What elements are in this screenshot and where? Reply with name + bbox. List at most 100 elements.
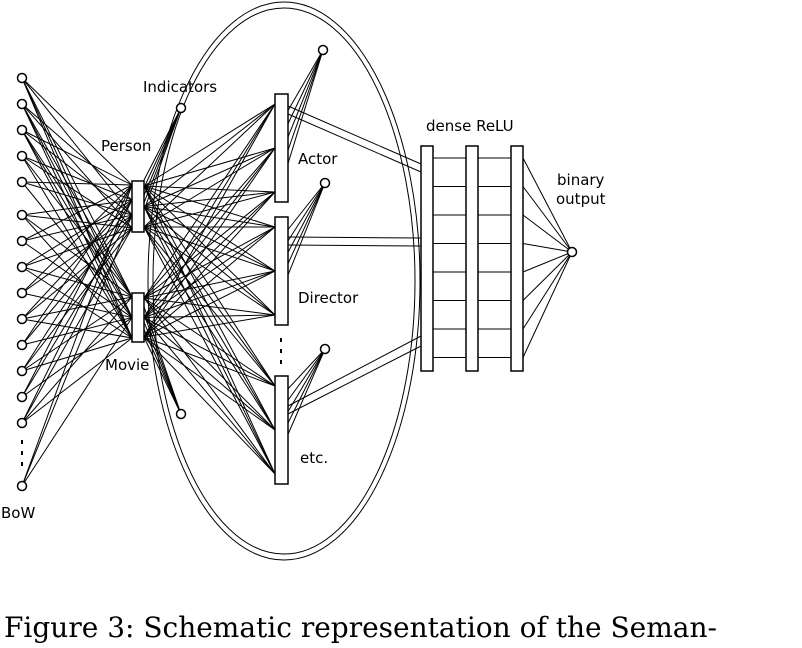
connection-line xyxy=(285,182,326,245)
connection-line xyxy=(522,251,573,330)
grouping-ellipse-inner xyxy=(152,7,416,555)
connection-line xyxy=(143,147,276,299)
connection-line xyxy=(21,227,133,320)
connection-line xyxy=(143,191,276,318)
connection-line xyxy=(143,336,276,475)
connection-line xyxy=(143,206,276,272)
shapes xyxy=(16,44,578,492)
connection-line xyxy=(143,103,276,299)
connection-line xyxy=(141,332,182,415)
connection-line xyxy=(21,155,133,229)
connection-line xyxy=(285,348,326,392)
connection-line xyxy=(143,103,276,338)
connection-line xyxy=(141,107,182,193)
bow-input-node xyxy=(16,72,28,84)
director-block xyxy=(274,216,289,326)
connection-line xyxy=(21,296,133,424)
connection-line xyxy=(522,251,573,273)
connection-line xyxy=(522,214,573,253)
connection-line xyxy=(143,191,276,228)
connection-line xyxy=(141,107,182,185)
connection-line xyxy=(21,199,133,424)
connection-line xyxy=(143,270,276,299)
binary-output-node xyxy=(566,246,578,258)
connection-line xyxy=(143,147,276,338)
connection-line xyxy=(285,49,324,129)
connection-line xyxy=(21,214,133,487)
connection-line xyxy=(143,317,276,475)
connection-line xyxy=(143,226,276,431)
connection-line xyxy=(21,199,133,372)
connection-line xyxy=(143,191,276,207)
connection-line xyxy=(21,337,133,372)
movie-label: Movie xyxy=(105,356,149,374)
connection-line xyxy=(287,236,422,239)
connection-line xyxy=(21,317,133,487)
connection-line xyxy=(285,182,326,281)
connection-line xyxy=(21,337,133,424)
connection-line xyxy=(285,182,326,257)
indicator-node xyxy=(319,177,331,189)
connection-line xyxy=(21,184,133,346)
connection-line xyxy=(21,214,133,298)
connection-line xyxy=(143,297,276,431)
connection-line xyxy=(143,270,276,338)
connection-line xyxy=(21,129,133,318)
connection-line xyxy=(143,206,276,316)
connection-line xyxy=(21,266,133,298)
connections xyxy=(21,1,573,561)
connection-line xyxy=(21,181,133,186)
connection-line xyxy=(143,103,276,318)
connection-line xyxy=(21,296,133,372)
output-label: output xyxy=(556,190,606,208)
connection-line xyxy=(21,184,133,487)
connection-line xyxy=(143,206,276,228)
connection-line xyxy=(285,49,324,171)
connection-line xyxy=(21,103,133,298)
connection-line xyxy=(21,296,133,320)
indicator-node xyxy=(319,343,331,355)
connection-line xyxy=(141,324,182,415)
dense-layer-3 xyxy=(510,145,524,372)
connection-line xyxy=(143,185,276,228)
director-label: Director xyxy=(298,289,359,307)
connection-line xyxy=(143,226,276,316)
connection-line xyxy=(21,103,133,229)
connection-line xyxy=(143,270,276,318)
connection-line xyxy=(522,243,573,253)
connection-line xyxy=(21,184,133,242)
ellipsis-dot xyxy=(280,349,282,353)
connection-line xyxy=(287,113,422,173)
connection-line xyxy=(143,103,276,187)
bow-input-node xyxy=(16,313,28,325)
bow-input-node xyxy=(16,391,28,403)
connection-line xyxy=(21,227,133,372)
connection-line xyxy=(143,147,276,228)
ellipsis-dot xyxy=(280,360,282,364)
connection-line xyxy=(21,181,133,318)
connection-line xyxy=(143,317,276,431)
connection-line xyxy=(285,182,326,233)
connection-line xyxy=(522,186,573,253)
connection-line xyxy=(143,314,276,338)
connection-line xyxy=(21,155,133,201)
connection-line xyxy=(285,348,326,428)
connection-line xyxy=(143,226,276,318)
figure-caption: Figure 3: Schematic representation of th… xyxy=(4,611,717,644)
indicator-node xyxy=(175,408,187,420)
bow-input-node xyxy=(16,150,28,162)
connection-line xyxy=(285,49,324,115)
connection-line xyxy=(143,191,276,299)
dense-layer-2 xyxy=(465,145,479,372)
connection-line xyxy=(285,348,326,440)
connection-line xyxy=(21,129,133,186)
indicator-node xyxy=(317,44,329,56)
connection-line xyxy=(21,199,133,320)
connection-line xyxy=(21,77,133,186)
connection-line xyxy=(143,226,276,475)
connection-line xyxy=(143,206,276,387)
connection-line xyxy=(143,206,276,475)
connection-line xyxy=(143,185,276,431)
bow-input-node xyxy=(16,365,28,377)
